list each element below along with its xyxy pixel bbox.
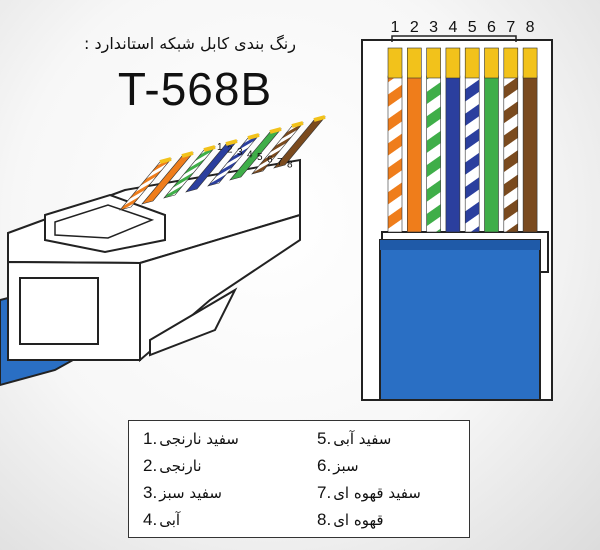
wire-8 xyxy=(522,75,538,233)
wire-5 xyxy=(464,75,480,233)
legend-item: 3.سفید سبز xyxy=(143,483,222,502)
plug-pin-number: 8 xyxy=(287,160,293,171)
pin-number: 3 xyxy=(429,19,438,36)
plug-contact-3 xyxy=(203,145,216,152)
plug-pin-number: 1 xyxy=(217,142,223,153)
pin-number: 4 xyxy=(448,19,457,36)
legend-item: 5.سفید آبی xyxy=(317,429,392,448)
wire-7 xyxy=(503,75,519,233)
pin-number: 6 xyxy=(487,19,496,36)
pin-number: 2 xyxy=(410,19,419,36)
plug-pin-number: 7 xyxy=(277,157,283,168)
legend-item: 2.نارنجی xyxy=(143,456,202,475)
plug-clip xyxy=(149,287,238,357)
legend-item: 1.سفید نارنجی xyxy=(143,429,239,448)
plug-wire-6 xyxy=(229,128,282,181)
plug-contact-7 xyxy=(291,121,304,128)
plug-contact-4 xyxy=(225,139,238,146)
cable-jacket xyxy=(379,239,541,401)
diagram-subtitle: رنگ بندی کابل شبکه استاندارد : xyxy=(84,34,296,53)
legend-item: 7.سفید قهوه ای xyxy=(317,483,421,502)
pin-number: 1 xyxy=(391,19,400,36)
plug-contact-2 xyxy=(181,151,194,158)
contact-6 xyxy=(484,47,499,79)
contact-4 xyxy=(445,47,461,79)
plug-pin-number: 5 xyxy=(257,152,263,163)
plug-latch xyxy=(44,193,166,254)
cable-jacket-shade xyxy=(380,240,540,250)
plug-contact-8 xyxy=(313,115,326,122)
wire-1 xyxy=(387,75,403,233)
legend-item: 6.سبز xyxy=(317,456,359,475)
plug-opening xyxy=(19,277,99,345)
plug-pin-number: 4 xyxy=(247,150,253,161)
pin-bracket xyxy=(391,35,517,42)
plug-pin-number: 2 xyxy=(227,145,233,156)
diagram-title: T-568B xyxy=(117,63,273,115)
contact-8 xyxy=(522,47,538,79)
plug-front-face xyxy=(7,260,141,361)
plug-contact-6 xyxy=(269,127,282,134)
pin-number: 7 xyxy=(506,19,515,36)
legend-item: 8.قهوه ای xyxy=(317,510,384,529)
pin-number: 5 xyxy=(468,19,477,36)
wire-3 xyxy=(426,75,441,233)
wire-4 xyxy=(445,75,461,233)
plug-contact-5 xyxy=(247,133,260,140)
legend-item: 4.آبی xyxy=(143,510,181,529)
plug-pin-number: 3 xyxy=(237,147,243,158)
color-legend: 1.سفید نارنجی 2.نارنجی 3.سفید سبز 4.آبی … xyxy=(128,420,470,538)
plug-contact-1 xyxy=(159,157,172,164)
contact-3 xyxy=(426,47,441,79)
wire-6 xyxy=(484,75,499,233)
contact-2 xyxy=(406,47,422,79)
contact-7 xyxy=(503,47,519,79)
pin-number: 8 xyxy=(526,19,535,36)
contact-1 xyxy=(387,47,403,79)
plug-latch-inner xyxy=(54,204,155,239)
wire-2 xyxy=(406,75,422,233)
plug-pin-number: 6 xyxy=(267,155,273,166)
contact-5 xyxy=(464,47,480,79)
